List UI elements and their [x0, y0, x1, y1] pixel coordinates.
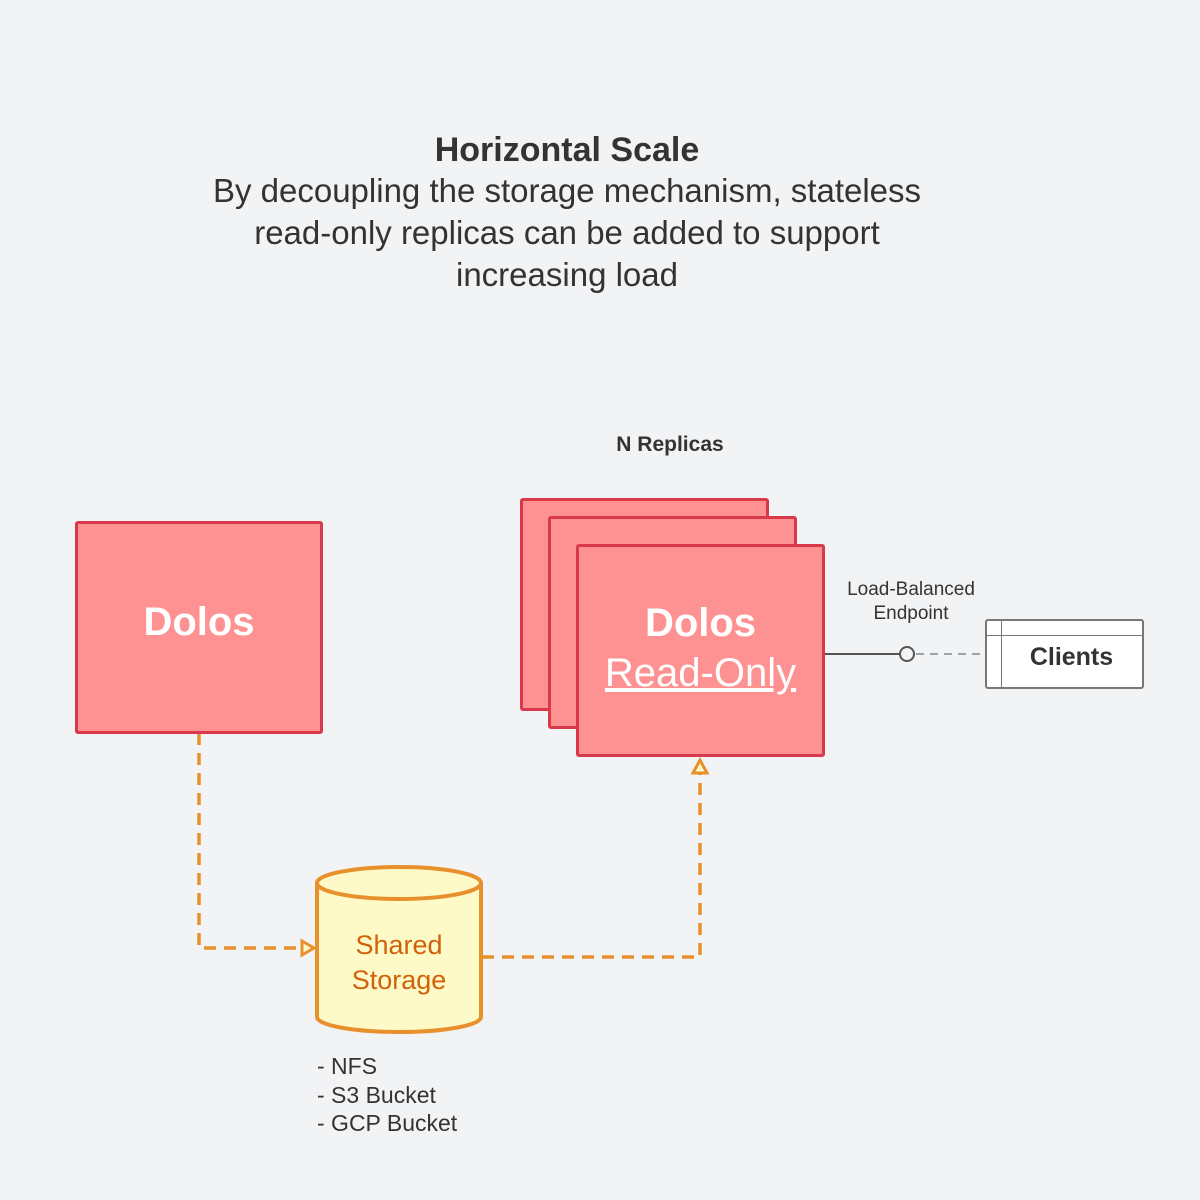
diagram-title: Horizontal Scale — [434, 131, 700, 169]
arrowhead-into-storage — [300, 938, 317, 958]
replica-sublabel: Read-Only — [604, 651, 797, 695]
dolos-primary-label: Dolos — [143, 600, 255, 644]
clients-node: Clients — [985, 619, 1144, 689]
storage-option: - S3 Bucket — [317, 1081, 436, 1108]
shared-storage-label-line2: Storage — [351, 965, 447, 995]
endpoint-label-line1: Load-Balanced — [847, 579, 975, 600]
arrowhead-into-replicas — [690, 756, 710, 775]
storage-options-list: - NFS - S3 Bucket - GCP Bucket — [317, 1052, 457, 1138]
endpoint-port-icon — [899, 646, 915, 662]
replicas-group-label: N Replicas — [616, 433, 724, 456]
diagram-subtitle: By decoupling the storage mechanism, sta… — [212, 172, 922, 293]
flow-storage-to-replicas — [482, 770, 702, 959]
shared-storage-cylinder — [315, 865, 483, 1034]
endpoint-label-line2: Endpoint — [873, 603, 949, 624]
dolos-primary-node: Dolos — [75, 521, 323, 734]
clients-window-bar — [987, 635, 1142, 636]
replica-node-front: Dolos Read-Only — [576, 544, 825, 757]
shared-storage-label: Shared Storage — [318, 928, 480, 998]
endpoint-label: Load-Balanced Endpoint — [830, 578, 992, 626]
shared-storage-label-line1: Shared — [355, 930, 443, 960]
clients-label: Clients — [1029, 643, 1114, 671]
storage-option: - NFS — [317, 1053, 378, 1079]
flow-dolos-to-storage — [197, 733, 306, 950]
storage-option: - GCP Bucket — [317, 1110, 458, 1136]
replica-label: Dolos — [644, 601, 757, 645]
diagram-header: Horizontal Scale By decoupling the stora… — [0, 130, 1134, 296]
clients-window-sidebar — [1001, 621, 1002, 687]
